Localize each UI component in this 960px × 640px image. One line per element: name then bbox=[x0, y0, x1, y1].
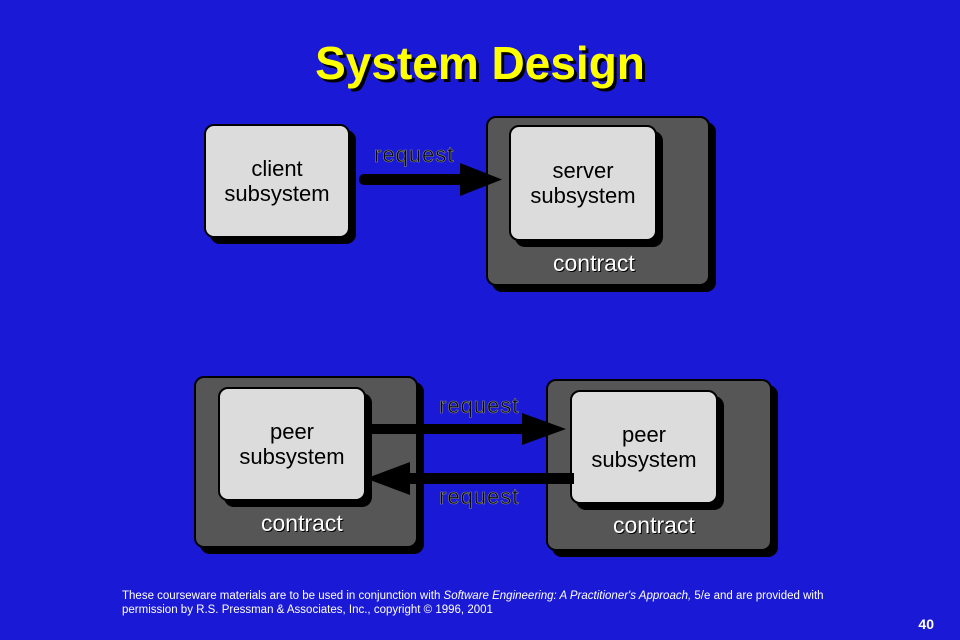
footer-pre: These courseware materials are to be use… bbox=[122, 590, 444, 602]
top-request-label: request bbox=[374, 142, 455, 168]
left-peer-subsystem-label: subsystem bbox=[239, 444, 345, 469]
right-peer-label: peer bbox=[621, 422, 667, 447]
bottom-request-top-label: request bbox=[439, 393, 520, 419]
server-subsystem-box: server subsystem bbox=[509, 125, 657, 241]
left-peer-label: peer bbox=[269, 419, 315, 444]
bottom-request-bottom-label: request bbox=[439, 484, 520, 510]
server-label: server bbox=[552, 158, 614, 183]
bottom-request-left-arrow bbox=[366, 462, 574, 495]
left-peer-subsystem-box: peer subsystem bbox=[218, 387, 366, 501]
slide-title: System Design bbox=[315, 37, 645, 89]
right-peer-subsystem-label: subsystem bbox=[591, 447, 697, 472]
copyright-footer: These courseware materials are to be use… bbox=[122, 589, 882, 617]
left-contract-label: contract bbox=[261, 510, 343, 536]
right-contract-label: contract bbox=[613, 512, 695, 538]
page-number: 40 bbox=[918, 616, 934, 632]
client-subsystem-box: client subsystem bbox=[204, 124, 350, 238]
top-request-arrow bbox=[359, 163, 502, 196]
footer-book-title: Software Engineering: A Practitioner's A… bbox=[443, 590, 692, 602]
server-contract-label: contract bbox=[553, 250, 635, 276]
right-peer-subsystem-box: peer subsystem bbox=[570, 390, 718, 504]
footer-post: 5/e and are provided with permission by … bbox=[122, 590, 824, 616]
bottom-request-right-arrow bbox=[366, 413, 566, 445]
client-label: client bbox=[251, 156, 303, 181]
client-subsystem-label: subsystem bbox=[224, 181, 330, 206]
server-subsystem-label: subsystem bbox=[530, 183, 636, 208]
